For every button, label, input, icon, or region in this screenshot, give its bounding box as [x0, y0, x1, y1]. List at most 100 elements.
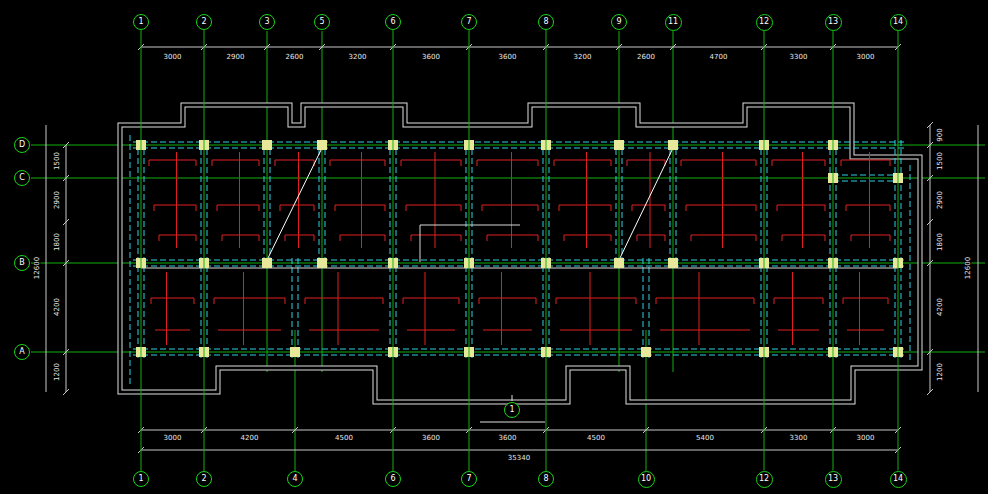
- rebar-line: [151, 298, 194, 299]
- rebar-line: [194, 298, 195, 304]
- rebar-line: [217, 205, 218, 211]
- rebar-line: [859, 272, 860, 345]
- dimension-text: 2600: [285, 54, 305, 61]
- rebar-line: [487, 235, 488, 241]
- beam-line: [910, 165, 911, 360]
- rebar-line: [686, 205, 687, 211]
- rebar-line: [554, 160, 555, 166]
- rebar-line: [280, 205, 281, 211]
- partition-line: [420, 225, 421, 262]
- beam-line: [543, 140, 544, 358]
- axis-bubble: 1: [133, 471, 149, 487]
- rebar-line: [560, 330, 632, 331]
- column: [614, 140, 624, 150]
- rebar-line: [650, 152, 651, 248]
- rebar-line: [590, 272, 591, 345]
- axis-bubble: 6: [385, 14, 401, 30]
- dimension-tick: [927, 219, 933, 225]
- rebar-line: [782, 235, 825, 236]
- dimension-text: 3300: [789, 54, 809, 61]
- rebar-line: [406, 205, 407, 211]
- beam-line: [767, 140, 768, 358]
- rebar-line: [841, 160, 890, 161]
- dimension-tick: [670, 44, 676, 50]
- rebar-line: [825, 160, 826, 166]
- axis-label: 14: [893, 18, 903, 26]
- rebar-line: [660, 330, 750, 331]
- rebar-line: [425, 272, 426, 345]
- rebar-line: [385, 235, 386, 241]
- grid-line: [833, 31, 834, 471]
- dimension-text: 1500: [54, 151, 61, 171]
- rebar-line: [406, 205, 461, 206]
- rebar-line: [407, 330, 455, 331]
- rebar-line: [825, 205, 826, 211]
- beam-line: [622, 140, 623, 268]
- axis-label: 11: [668, 18, 678, 26]
- rebar-line: [536, 298, 537, 304]
- rebar-line: [841, 160, 842, 166]
- rebar-line: [756, 160, 757, 166]
- grid-line: [393, 30, 394, 471]
- rebar-line: [154, 205, 196, 206]
- rebar-line: [285, 298, 286, 304]
- dimension-tick: [927, 389, 933, 395]
- axis-label: 14: [893, 475, 903, 483]
- axis-label: 8: [543, 18, 548, 26]
- beam-line: [133, 355, 905, 356]
- dimension-line: [141, 450, 898, 451]
- rebar-line: [151, 298, 152, 304]
- beam-line: [830, 140, 831, 358]
- rebar-line: [681, 160, 756, 161]
- axis-label: 1: [138, 18, 143, 26]
- axis-bubble: 8: [538, 14, 554, 30]
- partition-line: [141, 268, 898, 269]
- dimension-text: 12600: [34, 256, 41, 280]
- dimension-text: 3200: [348, 54, 368, 61]
- beam-line: [138, 140, 139, 358]
- rebar-line: [196, 205, 197, 211]
- rebar-line: [309, 330, 379, 331]
- rebar-line: [280, 205, 314, 206]
- rebar-line: [459, 298, 460, 304]
- rebar-line: [259, 235, 260, 241]
- dimension-tick: [292, 427, 298, 433]
- dimension-text: 3000: [856, 54, 876, 61]
- dimension-text: 1800: [54, 232, 61, 252]
- beam-line: [133, 142, 905, 143]
- axis-bubble: B: [14, 255, 30, 271]
- rebar-line: [627, 160, 665, 161]
- axis-label: 12: [759, 475, 769, 483]
- beam-line: [836, 140, 837, 358]
- rebar-line: [159, 235, 196, 236]
- dimension-text: 4700: [709, 54, 729, 61]
- beam-line: [396, 140, 397, 358]
- rebar-line: [556, 298, 557, 304]
- rebar-line: [166, 272, 167, 345]
- dimension-text: 12600: [965, 256, 972, 280]
- rebar-line: [843, 298, 844, 304]
- rebar-line: [361, 152, 362, 248]
- rebar-line: [435, 152, 436, 248]
- rebar-line: [611, 205, 612, 211]
- column: [668, 140, 678, 150]
- column: [317, 140, 327, 150]
- dimension-tick: [927, 142, 933, 148]
- beam-line: [133, 260, 905, 261]
- rebar-line: [330, 160, 385, 161]
- column: [317, 258, 327, 268]
- axis-bubble: 5: [314, 14, 330, 30]
- rebar-line: [196, 160, 197, 166]
- rebar-line: [754, 298, 755, 304]
- dimension-text: 3300: [789, 435, 809, 442]
- beam-line: [643, 258, 644, 358]
- beam-line: [325, 140, 326, 268]
- dimension-line: [978, 125, 979, 392]
- rebar-line: [869, 152, 870, 248]
- dimension-text: 1500: [937, 151, 944, 171]
- beam-line: [270, 140, 271, 268]
- dimension-text: 2900: [226, 54, 246, 61]
- beam-line: [670, 140, 671, 268]
- dimension-tick: [264, 44, 270, 50]
